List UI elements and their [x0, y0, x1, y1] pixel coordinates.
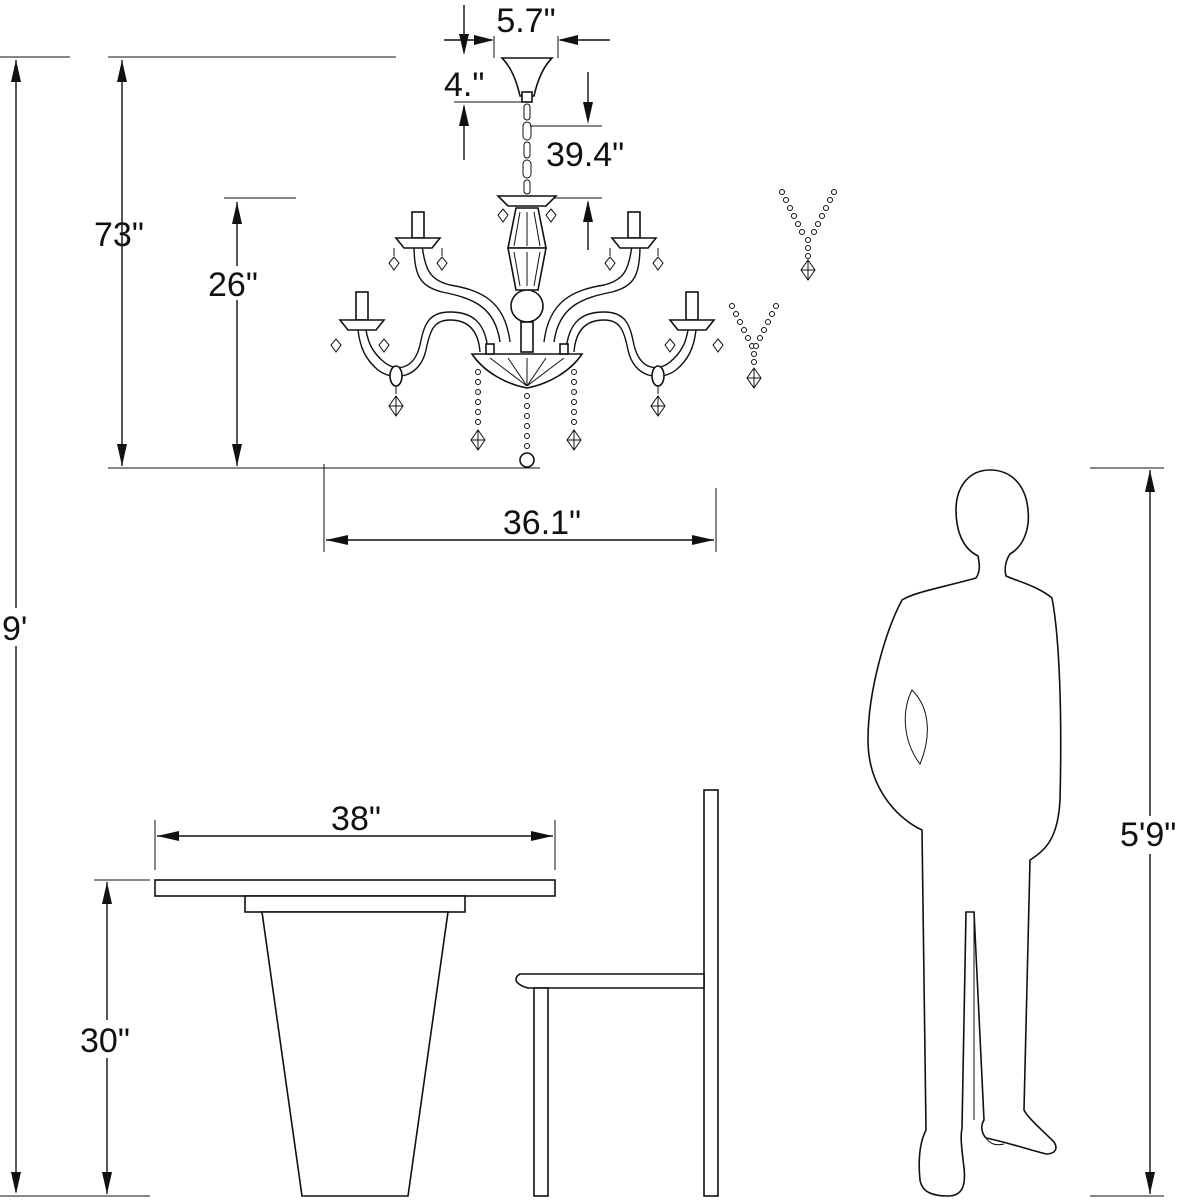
chain-length-label: 39.4" [546, 136, 624, 174]
table-apron [244, 895, 466, 913]
table-width-label: 38" [331, 800, 381, 838]
table-pedestal [261, 911, 449, 1197]
body-height-label: 26" [208, 266, 258, 304]
overall-height-dimension [108, 56, 540, 469]
table-width-dimension [154, 820, 556, 870]
body-height-dimension [224, 197, 296, 466]
ceiling-height-label: 9' [2, 610, 27, 648]
table-height-label: 30" [80, 1022, 130, 1060]
dimension-labels: 5.7" 4." 39.4" 73" 26" 36.1" 9' 38" 30" … [0, 2, 1182, 1060]
bead-strings [470, 369, 582, 468]
canopy-height-dimension [454, 5, 526, 160]
chair [515, 789, 719, 1197]
chain [522, 103, 532, 195]
fixture-width-label: 36.1" [503, 504, 581, 542]
table [154, 879, 556, 1197]
canopy-height-label: 4." [444, 66, 484, 104]
canopy-width-dimension [444, 35, 610, 58]
fixture-width-dimension [323, 464, 717, 552]
chain-length-dimension [530, 72, 602, 250]
chandelier [330, 57, 724, 468]
canopy-width-label: 5.7" [496, 2, 555, 40]
overall-height-label: 73" [94, 216, 144, 254]
crystal-garland-lower [729, 303, 779, 389]
table-top [154, 879, 556, 897]
person-silhouette [867, 469, 1062, 1197]
chair-seat [515, 973, 705, 989]
person-height-label: 5'9" [1120, 816, 1176, 854]
chair-front-leg [533, 987, 549, 1197]
chair-back [703, 789, 719, 1197]
crystal-garland-upper [779, 189, 837, 281]
canopy [500, 57, 554, 97]
